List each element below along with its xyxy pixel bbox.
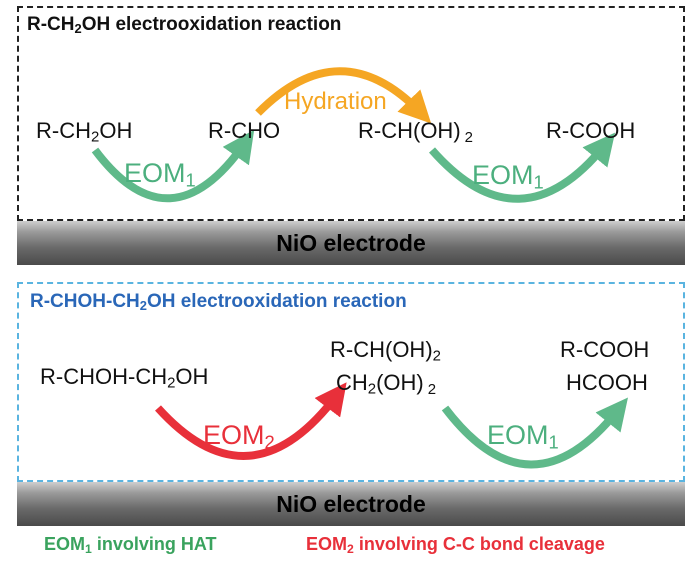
species-r-cho: R-CHO [208, 118, 281, 143]
top-title-part: R-CH [27, 14, 75, 35]
bottom-panel-frame [17, 282, 685, 482]
top-panel-title: R-CH2OH electrooxidation reaction [27, 14, 341, 36]
species-r-ch2oh: R-CH2OH [36, 118, 133, 146]
bottom-eom1-label: EOM1 [487, 420, 559, 453]
top-eom-right-arrow [428, 132, 616, 203]
top-title-sub: 2 [74, 21, 82, 37]
species-r-cooh: R-COOH [546, 118, 636, 143]
bottom-electrode-label: NiO electrode [276, 490, 426, 517]
top-hydration-label: Hydration [284, 88, 387, 115]
top-title-part: OH electrooxidation reaction [81, 14, 342, 35]
top-panel-frame [17, 6, 685, 221]
legend-eom1: EOM1 involving HAT [44, 534, 217, 557]
species-r-ch-oh-2-bottom: R-CH(OH)2 [330, 337, 441, 365]
species-r-cooh-bottom: R-COOH [560, 337, 650, 362]
species-hcooh: HCOOH [566, 370, 648, 395]
top-eom-left-label: EOM1 [124, 158, 196, 191]
legend-eom2: EOM2 involving C-C bond cleavage [306, 534, 605, 557]
top-eom-left-arrow [91, 129, 255, 203]
bottom-eom1-arrow [441, 397, 629, 469]
species-ch2-oh-2: CH2(OH)2 [336, 370, 437, 398]
bottom-eom2-label: EOM2 [203, 420, 275, 453]
top-hydration-arrow [255, 67, 432, 124]
top-electrode: NiO electrode [17, 221, 685, 265]
species-r-choh-ch2oh: R-CHOH-CH2OH [40, 364, 209, 392]
bottom-panel-title: R-CHOH-CH2OH electrooxidation reaction [30, 291, 407, 314]
species-r-ch-oh-2: R-CH(OH)2 [358, 118, 473, 146]
top-electrode-label: NiO electrode [276, 229, 426, 256]
bottom-eom2-arrow [155, 382, 347, 460]
top-eom-right-label: EOM1 [472, 160, 544, 193]
bottom-electrode: NiO electrode [17, 482, 685, 526]
